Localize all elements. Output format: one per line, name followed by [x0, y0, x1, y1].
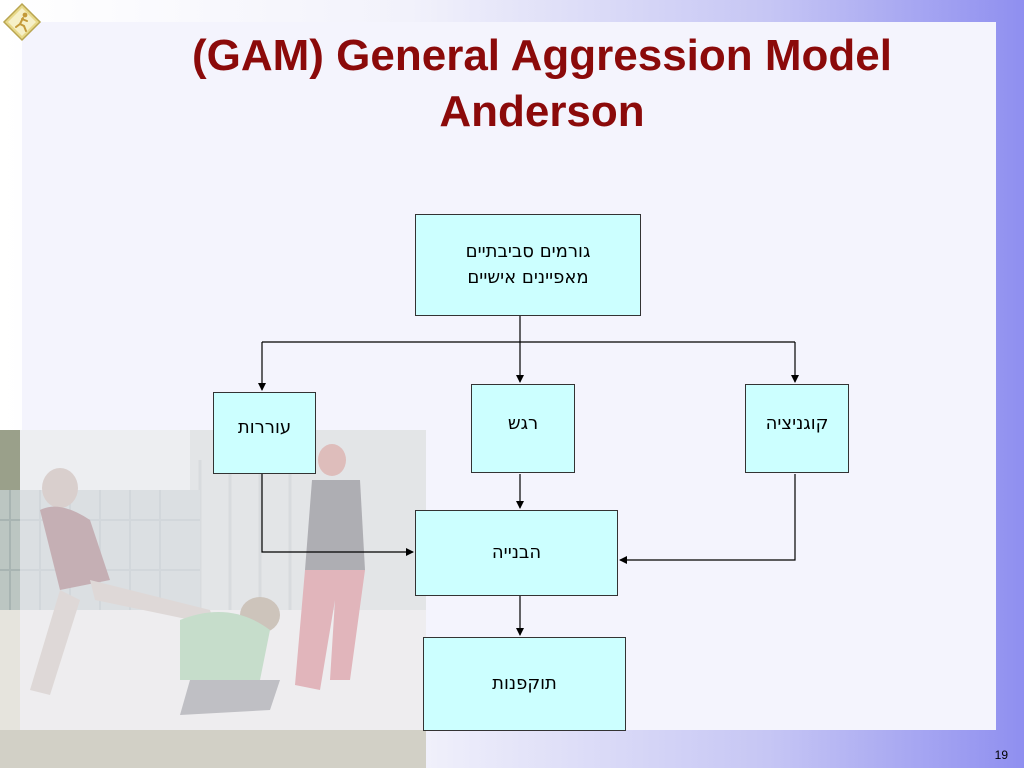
page-number: 19: [994, 748, 1008, 762]
title-line-2: Anderson: [439, 87, 645, 136]
title-line-1: (GAM) General Aggression Model: [191, 31, 892, 80]
box-inputs: גורמים סביבתיים מאפיינים אישיים: [415, 214, 641, 316]
box-appraisal: הבנייה: [415, 510, 618, 596]
box-cognition: קוגניציה: [745, 384, 849, 473]
box-affect: רגש: [471, 384, 575, 473]
inputs-line-2: מאפיינים אישיים: [467, 267, 589, 288]
box-aggression: תוקפנות: [423, 637, 626, 731]
cognition-label: קוגניציה: [765, 412, 829, 434]
slide-title: (GAM) General Aggression Model Anderson: [80, 28, 1004, 140]
arousal-label: עוררות: [237, 417, 292, 438]
box-arousal: עוררות: [213, 392, 316, 474]
affect-label: רגש: [507, 412, 539, 434]
running-figure-sign-icon: [2, 2, 42, 42]
aggression-label: תוקפנות: [492, 673, 557, 694]
photo-veil: [20, 430, 426, 730]
appraisal-label: הבנייה: [491, 542, 542, 563]
inputs-line-1: גורמים סביבתיים: [465, 241, 591, 262]
